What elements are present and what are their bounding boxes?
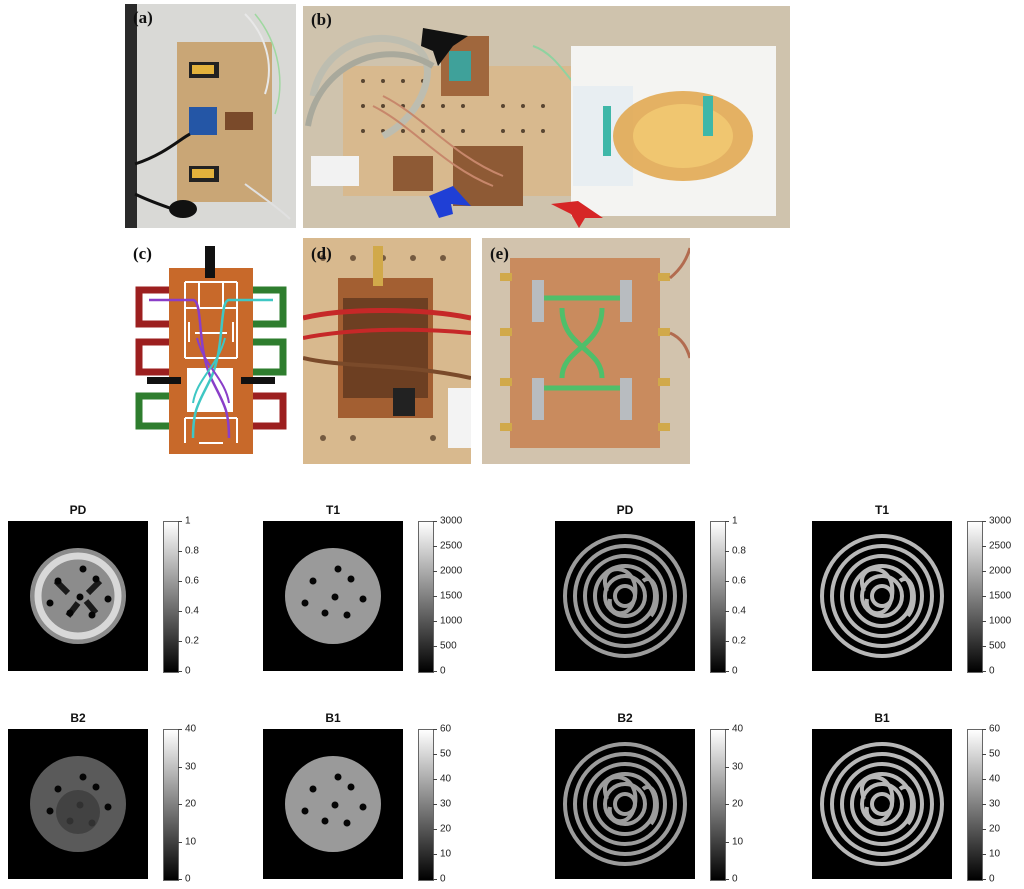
colorbar-tick-mark bbox=[433, 521, 437, 522]
colorbar-tick-mark bbox=[178, 879, 182, 880]
colorbar bbox=[163, 521, 179, 673]
parametric-map-image bbox=[555, 521, 695, 671]
colorbar-tick-mark bbox=[433, 754, 437, 755]
colorbar-tick-mark bbox=[725, 551, 729, 552]
colorbar-tick-mark bbox=[725, 611, 729, 612]
panel-label-c: (c) bbox=[133, 244, 152, 263]
colorbar-tick-mark bbox=[982, 621, 986, 622]
colorbar-tick-mark bbox=[433, 829, 437, 830]
colorbar-tick-mark bbox=[725, 729, 729, 730]
colorbar-tick-mark bbox=[982, 596, 986, 597]
colorbar-tick-mark bbox=[433, 779, 437, 780]
panel-label-a: (a) bbox=[133, 8, 153, 27]
parametric-map-image bbox=[8, 521, 148, 671]
map-title: B2 bbox=[617, 711, 633, 725]
colorbar-tick-mark bbox=[982, 521, 986, 522]
colorbar bbox=[163, 729, 179, 881]
map-title: T1 bbox=[874, 503, 889, 517]
panel-label-e: (e) bbox=[490, 244, 509, 263]
colorbar bbox=[710, 521, 726, 673]
colorbar-tick-mark bbox=[982, 571, 986, 572]
schematic-panel-c: (c) bbox=[125, 238, 296, 462]
parametric-map-image bbox=[263, 729, 403, 879]
colorbar bbox=[967, 521, 983, 673]
colorbar-tick-mark bbox=[433, 546, 437, 547]
colorbar-tick-mark bbox=[178, 729, 182, 730]
panel-label-d: (d) bbox=[311, 244, 332, 263]
photo-board-e bbox=[482, 238, 690, 464]
map-title: PD bbox=[69, 503, 87, 517]
colorbar-tick-mark bbox=[433, 621, 437, 622]
map-title: T1 bbox=[325, 503, 340, 517]
colorbar-tick-mark bbox=[433, 646, 437, 647]
colorbar-tick-mark bbox=[433, 879, 437, 880]
photo-panel-a: (a) bbox=[125, 4, 296, 228]
colorbar bbox=[418, 729, 434, 881]
colorbar-tick-mark bbox=[982, 546, 986, 547]
colorbar-tick-mark bbox=[982, 804, 986, 805]
parametric-map-image bbox=[8, 729, 148, 879]
colorbar-tick-mark bbox=[982, 779, 986, 780]
colorbar-tick-mark bbox=[725, 521, 729, 522]
colorbar-tick-mark bbox=[725, 581, 729, 582]
photo-panel-d: (d) bbox=[303, 238, 471, 464]
colorbar-tick-mark bbox=[725, 804, 729, 805]
colorbar-tick-mark bbox=[433, 671, 437, 672]
colorbar-tick-mark bbox=[178, 804, 182, 805]
colorbar-tick-mark bbox=[725, 841, 729, 843]
photo-panel-b: (b) bbox=[303, 6, 790, 228]
colorbar-tick-mark bbox=[982, 729, 986, 730]
colorbar-tick-mark bbox=[725, 879, 729, 880]
map-title: B1 bbox=[874, 711, 890, 725]
colorbar bbox=[418, 521, 434, 673]
colorbar-tick-mark bbox=[982, 854, 986, 855]
colorbar-tick-mark bbox=[178, 551, 182, 552]
colorbar-tick-mark bbox=[982, 879, 986, 880]
colorbar-tick-mark bbox=[982, 754, 986, 755]
colorbar-tick-mark bbox=[433, 854, 437, 855]
colorbar-tick-mark bbox=[178, 841, 182, 843]
parametric-map-image bbox=[263, 521, 403, 671]
colorbar-tick-mark bbox=[982, 671, 986, 672]
colorbar-tick-mark bbox=[178, 611, 182, 612]
colorbar bbox=[967, 729, 983, 881]
colorbar-tick-mark bbox=[725, 766, 729, 768]
colorbar-tick-mark bbox=[178, 671, 182, 672]
colorbar-tick-mark bbox=[982, 646, 986, 647]
colorbar-tick-mark bbox=[725, 671, 729, 672]
colorbar-tick-mark bbox=[178, 641, 182, 642]
colorbar-tick-mark bbox=[433, 729, 437, 730]
map-title: PD bbox=[616, 503, 634, 517]
colorbar-tick-mark bbox=[178, 766, 182, 768]
colorbar-tick-mark bbox=[982, 829, 986, 830]
colorbar bbox=[710, 729, 726, 881]
colorbar-tick-mark bbox=[433, 571, 437, 572]
photo-board-d bbox=[303, 238, 471, 464]
parametric-map-image bbox=[812, 521, 952, 671]
circuit-schematic bbox=[125, 238, 296, 462]
panel-label-b: (b) bbox=[311, 10, 332, 29]
colorbar-tick-mark bbox=[433, 596, 437, 597]
map-title: B1 bbox=[325, 711, 341, 725]
map-title: B2 bbox=[70, 711, 86, 725]
colorbar-tick-mark bbox=[433, 804, 437, 805]
colorbar-tick-mark bbox=[725, 641, 729, 642]
photo-setup-a bbox=[125, 4, 296, 228]
colorbar-tick-mark bbox=[178, 521, 182, 522]
parametric-map-image bbox=[812, 729, 952, 879]
colorbar-tick-mark bbox=[178, 581, 182, 582]
photo-panel-e: (e) bbox=[482, 238, 690, 464]
photo-setup-b bbox=[303, 6, 790, 228]
parametric-map-image bbox=[555, 729, 695, 879]
